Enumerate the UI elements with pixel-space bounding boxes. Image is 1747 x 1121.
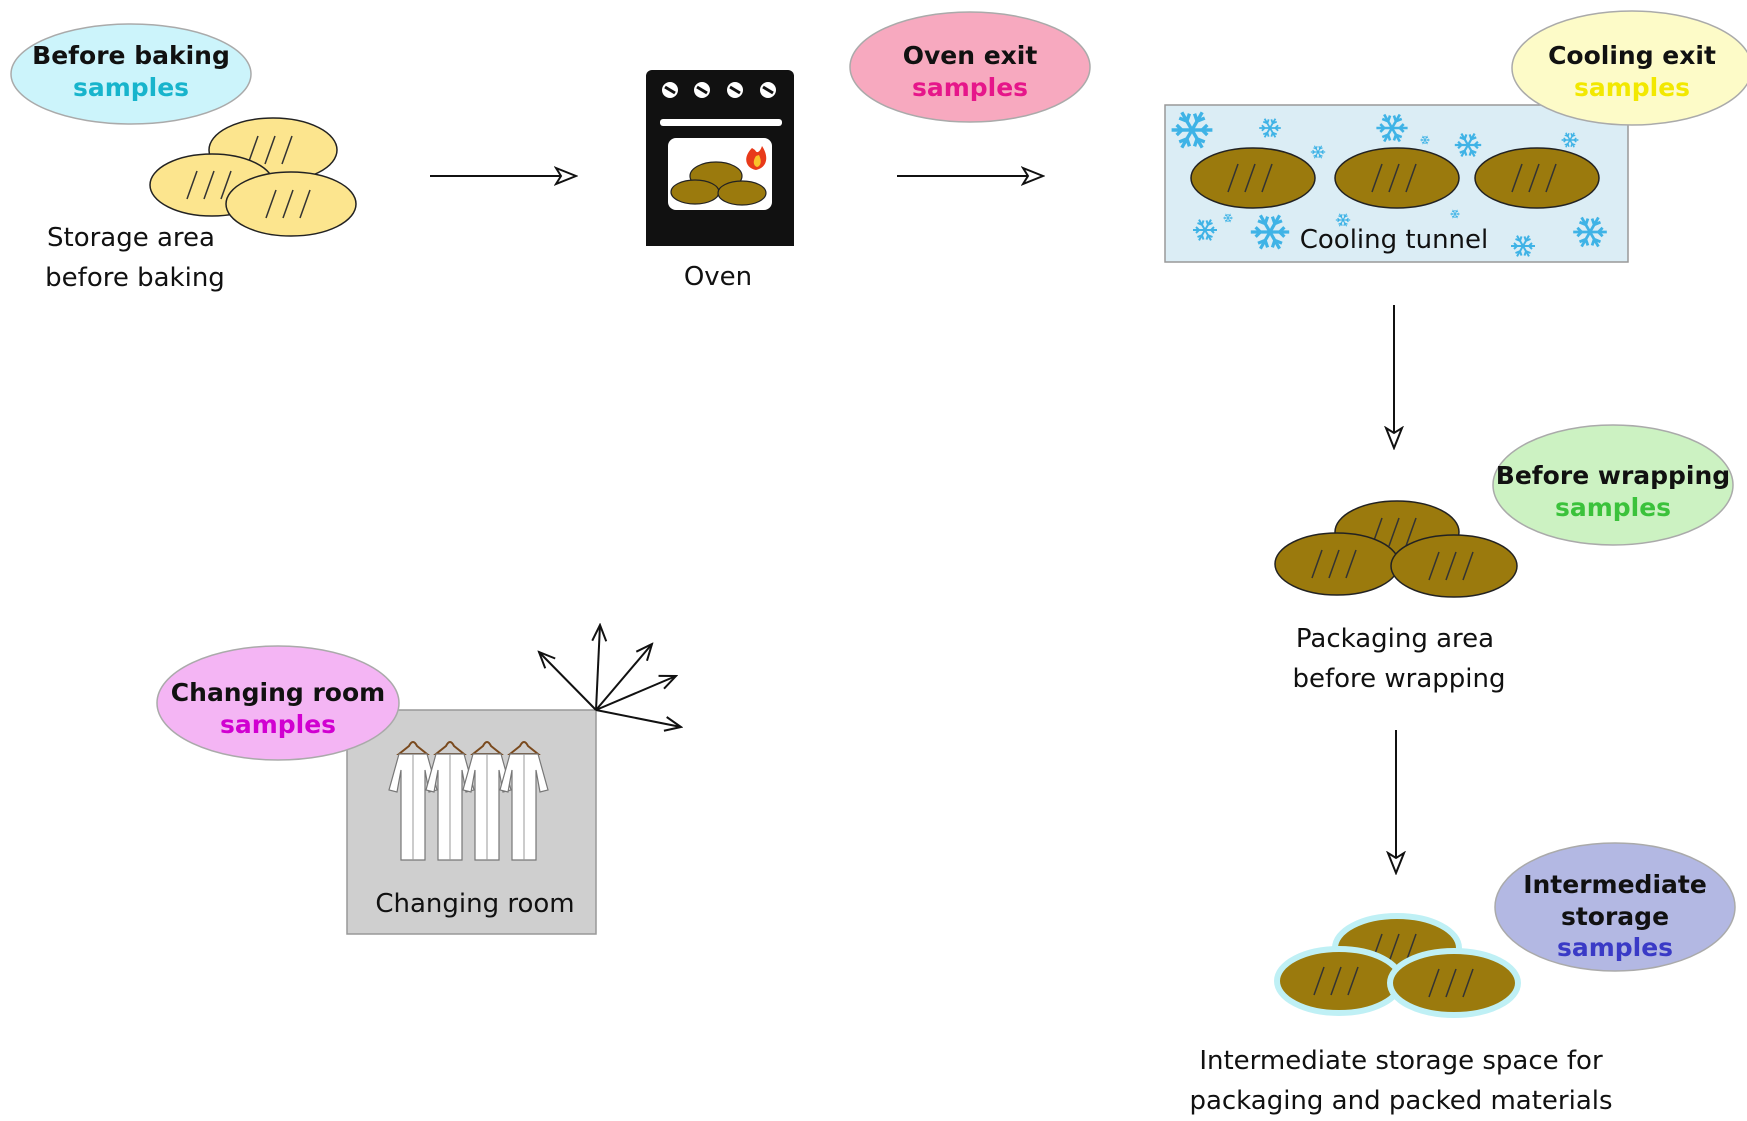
storage-area-label-line1: Storage area xyxy=(47,223,215,253)
changing-room-spread-arrows xyxy=(539,625,681,727)
baked-bread-loaf xyxy=(1474,147,1600,209)
baked-bread-loaf xyxy=(1274,532,1400,596)
raw-bread-group xyxy=(149,117,357,237)
baked-bread-loaf xyxy=(1190,147,1316,209)
before-wrapping-samples-ellipse xyxy=(1492,424,1734,546)
cooling-exit-subtitle: samples xyxy=(1574,73,1690,102)
before-baking-title: Before baking xyxy=(32,41,230,70)
cooling-exit-samples-ellipse xyxy=(1511,10,1747,126)
intermediate-subtitle: samples xyxy=(1557,933,1673,962)
cooling-tunnel-label: Cooling tunnel xyxy=(1300,225,1489,255)
changing-room-box xyxy=(346,709,597,935)
packaging-area-label-line1: Packaging area xyxy=(1296,624,1494,654)
intermediate-area-label-line1: Intermediate storage space for xyxy=(1199,1046,1603,1076)
packaging-bread-group xyxy=(1274,500,1518,598)
changing-room-label: Changing room xyxy=(375,889,574,919)
cooling-exit-title: Cooling exit xyxy=(1548,41,1716,70)
oven-icon xyxy=(646,70,794,246)
cooling-bread-group xyxy=(1190,147,1600,209)
intermediate-title-line1: Intermediate xyxy=(1523,870,1707,899)
oven-exit-samples-ellipse xyxy=(849,11,1091,123)
changing-room-title: Changing room xyxy=(171,678,385,707)
storage-area-label-line2: before baking xyxy=(45,263,225,293)
wrapped-bread-loaf xyxy=(1387,948,1521,1018)
lab-coat-icons xyxy=(388,741,549,861)
baked-bread-loaf xyxy=(1390,534,1518,598)
intermediate-title-line2: storage xyxy=(1561,902,1669,931)
baked-bread-loaf xyxy=(1334,147,1460,209)
before-baking-samples-ellipse xyxy=(10,23,252,125)
oven-exit-title: Oven exit xyxy=(903,41,1038,70)
before-wrapping-subtitle: samples xyxy=(1555,493,1671,522)
changing-room-subtitle: samples xyxy=(220,710,336,739)
intermediate-samples-ellipse xyxy=(1494,842,1736,972)
wrapped-bread-group xyxy=(1274,913,1521,1018)
oven-exit-subtitle: samples xyxy=(912,73,1028,102)
wrapped-bread-loaf xyxy=(1274,946,1404,1016)
raw-bread-loaf xyxy=(225,171,357,237)
before-wrapping-title: Before wrapping xyxy=(1496,461,1730,490)
changing-room-samples-ellipse xyxy=(156,645,400,761)
before-baking-subtitle: samples xyxy=(73,73,189,102)
intermediate-area-label-line2: packaging and packed materials xyxy=(1189,1086,1612,1116)
packaging-area-label-line2: before wrapping xyxy=(1292,664,1505,694)
oven-label: Oven xyxy=(684,262,752,292)
